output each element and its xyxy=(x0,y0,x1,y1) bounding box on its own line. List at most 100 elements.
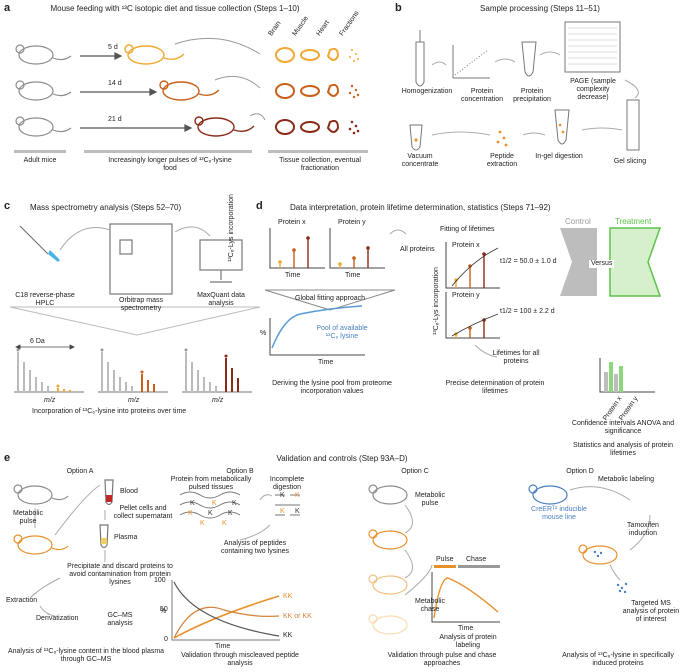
panel-d-caption-2: Precise determination of protein lifetim… xyxy=(445,380,545,395)
peak-marker xyxy=(16,348,20,352)
b-series-label: KK or KK xyxy=(283,613,312,620)
panel-e-letter: e xyxy=(4,452,11,464)
lysine-letter: K xyxy=(200,520,205,527)
a-label: Blood xyxy=(120,488,138,495)
a-label: Extraction xyxy=(6,597,38,604)
tissue-icons xyxy=(275,47,340,135)
kk-light-curve xyxy=(173,581,280,637)
fraction-dots xyxy=(348,49,360,135)
c-label: Pulse xyxy=(436,556,454,563)
a-label: Metabolic pulse xyxy=(13,510,43,525)
lysine-letter: K xyxy=(212,500,217,507)
stem-point xyxy=(306,236,310,240)
c-label: Analysis of protein labeling xyxy=(439,634,497,649)
stat-bar xyxy=(609,362,613,392)
mouse-icon xyxy=(578,544,618,565)
blood-sample xyxy=(106,495,112,502)
divider-bar xyxy=(268,150,368,153)
stem-point xyxy=(352,256,356,260)
fit-curve xyxy=(451,313,499,337)
global-fit-label: Global fitting approach xyxy=(295,295,366,302)
a-caption: Analysis of ¹³C₆-lysine content in the b… xyxy=(7,648,165,663)
mouse-icon xyxy=(528,484,568,505)
mouse-icon xyxy=(13,534,69,555)
b-tick: 0 xyxy=(164,636,168,643)
panel-d-title: Data interpretation, protein lifetime de… xyxy=(290,203,551,212)
panel-b-title: Sample processing (Steps 11–51) xyxy=(480,4,600,13)
lysine-letter: K xyxy=(190,500,195,507)
mouse-icon xyxy=(368,484,408,505)
panel-b-letter: b xyxy=(395,2,402,14)
c-label: Metabolic pulse xyxy=(415,492,445,507)
stem-point xyxy=(454,278,458,282)
protein-x-label: Protein x xyxy=(278,219,306,226)
panel-e-title: Validation and controls (Step 93A–D) xyxy=(276,454,408,463)
mouse-icon xyxy=(13,484,69,505)
a-label: Precipitate and discard proteins to avoi… xyxy=(67,563,173,586)
b-tick: 50 xyxy=(160,606,168,613)
bottom-label: Adult mice xyxy=(23,157,57,164)
lysine-letter: K xyxy=(222,520,227,527)
fitting-title: Fitting of lifetimes xyxy=(440,226,495,233)
stem-point xyxy=(482,252,486,256)
stem-point xyxy=(338,262,342,266)
step-label: Protein concentration xyxy=(460,88,504,103)
lysine-letter: K xyxy=(208,510,213,517)
all-proteins-label: All proteins xyxy=(400,246,435,253)
duration-label: 5 d xyxy=(108,44,118,51)
b-series-label: KK xyxy=(283,593,293,600)
b-series-label: KK xyxy=(283,632,293,639)
b-ylabel: % xyxy=(160,608,167,615)
treatment-label: Treatment xyxy=(615,217,652,226)
protein-x-label: Protein x xyxy=(452,242,480,249)
lysine-letter: K xyxy=(280,508,285,515)
axis-label: m/z xyxy=(44,397,56,404)
step-label: Homogenization xyxy=(401,88,453,95)
time-label: Time xyxy=(318,359,334,366)
chase-bar xyxy=(458,565,500,568)
duration-label: 14 d xyxy=(108,80,122,87)
protein-dots xyxy=(593,550,628,594)
panel-d-caption-1: Deriving the lysine pool from proteome i… xyxy=(272,380,392,395)
peak-marker xyxy=(56,384,60,388)
bottom-label: Tissue collection, eventual fractionatio… xyxy=(279,157,361,172)
divider-bar xyxy=(14,150,66,153)
a-label: Plasma xyxy=(114,534,138,541)
panel-d-caption-3: Statistics and analysis of protein lifet… xyxy=(573,442,673,457)
option-label: Option D xyxy=(566,468,594,475)
peak-marker xyxy=(100,348,104,352)
panel-a-letter: a xyxy=(4,2,11,14)
mouse-icon xyxy=(368,614,408,635)
d-label: Tamoxifen induction xyxy=(627,522,659,537)
stem-point xyxy=(366,246,370,250)
bottom-label: Increasingly longer pulses of ¹³C₆-lysin… xyxy=(108,157,232,172)
step-label: Protein precipitation xyxy=(513,88,551,103)
option-label: Option B xyxy=(226,468,254,475)
c-label: Metabolic chase xyxy=(415,598,445,613)
duration-label: 21 d xyxy=(108,116,122,123)
option-label: Option A xyxy=(66,468,94,475)
d-label: Metabolic labeling xyxy=(597,476,655,483)
step-label: Gel slicing xyxy=(613,158,647,165)
lysine-letter: K xyxy=(188,510,193,517)
step-label: Peptide extraction xyxy=(486,153,518,168)
pulse-bar xyxy=(434,565,456,568)
protein-y-label: Protein y xyxy=(338,219,366,226)
axis-label: m/z xyxy=(212,397,224,404)
peak-marker xyxy=(184,348,188,352)
control-shape xyxy=(560,228,597,296)
lysine-letter: K xyxy=(295,508,300,515)
time-label: Time xyxy=(345,272,361,279)
peak-marker xyxy=(224,354,228,358)
step-label: Vacuum concentrate xyxy=(401,153,439,168)
panel-d-letter: d xyxy=(256,200,263,212)
instrument-label: C18 reverse-phase HPLC xyxy=(15,292,75,307)
shift-label: 6 Da xyxy=(30,338,45,345)
peak-marker xyxy=(140,370,144,374)
